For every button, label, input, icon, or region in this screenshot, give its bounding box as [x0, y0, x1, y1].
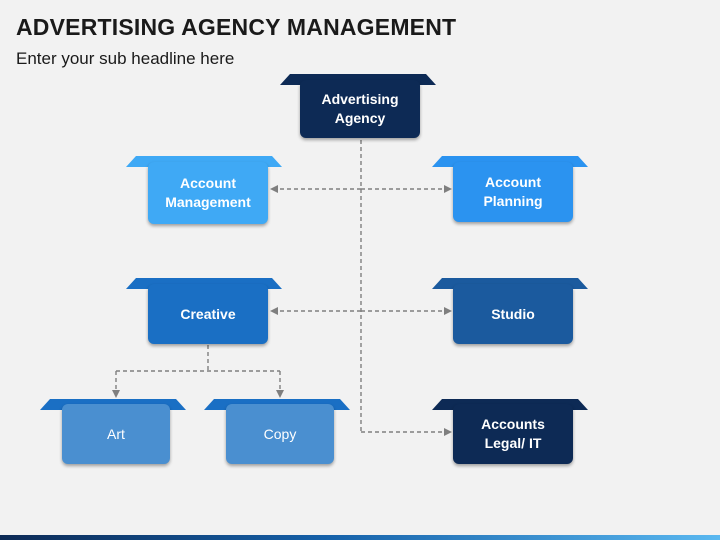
node-studio-label: Studio [491, 305, 535, 322]
page-title: ADVERTISING AGENCY MANAGEMENT [16, 14, 457, 40]
bottom-accent-bar [0, 535, 720, 540]
node-creative: Creative [148, 284, 268, 344]
node-advertising-agency: Advertising Agency [300, 80, 420, 138]
node-account-management: Account Management [148, 162, 268, 224]
node-account-planning: Account Planning [453, 162, 573, 222]
node-accounts-legal-it: Accounts Legal/ IT [453, 404, 573, 464]
node-account-planning-label: Account Planning [483, 174, 543, 209]
node-advertising-agency-label: Advertising Agency [321, 91, 399, 126]
node-creative-label: Creative [180, 305, 236, 322]
node-studio: Studio [453, 284, 573, 344]
node-account-management-label: Account Management [165, 175, 251, 210]
node-art: Art [62, 404, 170, 464]
node-copy-label: Copy [263, 425, 297, 442]
node-art-label: Art [107, 425, 125, 442]
page-subtitle: Enter your sub headline here [16, 49, 235, 68]
node-accounts-legal-it-label: Accounts Legal/ IT [481, 416, 545, 451]
node-copy: Copy [226, 404, 334, 464]
